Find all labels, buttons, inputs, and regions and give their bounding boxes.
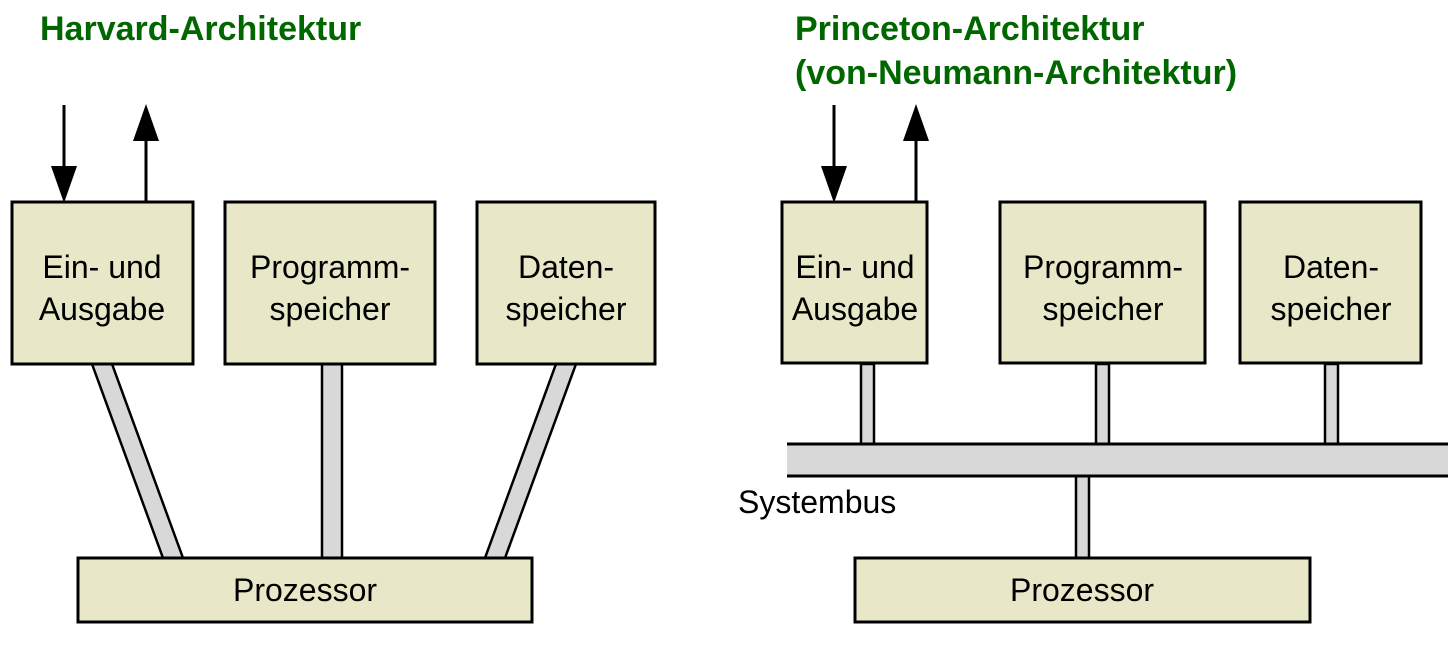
left-box-processor-label: Prozessor xyxy=(233,572,377,608)
left-box-program-memory-line1: Programm- xyxy=(250,249,410,285)
right-box-program-memory-line1: Programm- xyxy=(1023,249,1183,285)
right-box-io-line2: Ausgabe xyxy=(792,291,918,327)
left-connector-io xyxy=(90,362,185,560)
right-diagram-group: Princeton-Architektur (von-Neumann-Archi… xyxy=(738,10,1448,624)
right-connector-io xyxy=(859,362,876,448)
left-box-program-memory: Programm- speicher xyxy=(223,200,437,366)
system-bus-label: Systembus xyxy=(738,484,896,520)
right-box-io-line1: Ein- und xyxy=(795,249,914,285)
right-box-program-memory-line2: speicher xyxy=(1043,291,1164,327)
right-box-data-memory-line1: Daten- xyxy=(1283,249,1379,285)
left-box-data-memory: Daten- speicher xyxy=(475,200,657,366)
left-box-io-line2: Ausgabe xyxy=(39,291,165,327)
left-connector-data-memory xyxy=(483,362,578,560)
right-box-processor: Prozessor xyxy=(853,556,1312,624)
right-box-data-memory: Daten- speicher xyxy=(1238,200,1423,365)
left-output-arrow-icon xyxy=(133,104,159,202)
left-box-program-memory-line2: speicher xyxy=(270,291,391,327)
left-box-data-memory-line2: speicher xyxy=(506,291,627,327)
right-diagram-title-line1: Princeton-Architektur xyxy=(795,10,1145,48)
right-connector-data-memory xyxy=(1323,362,1340,448)
right-connector-program-memory xyxy=(1094,362,1111,448)
right-input-arrow-icon xyxy=(821,105,847,203)
right-connector-processor xyxy=(1074,473,1091,562)
right-box-io: Ein- und Ausgabe xyxy=(780,200,929,365)
left-diagram-group: Harvard-Architektur Ein- und Ausgabe xyxy=(10,10,657,624)
right-box-processor-label: Prozessor xyxy=(1010,572,1154,608)
right-output-arrow-icon xyxy=(903,104,929,202)
right-diagram-title-line2: (von-Neumann-Architektur) xyxy=(795,54,1237,92)
left-connector-program-memory xyxy=(320,362,344,560)
left-box-io-line1: Ein- und xyxy=(42,249,161,285)
left-box-data-memory-line1: Daten- xyxy=(518,249,614,285)
right-box-program-memory: Programm- speicher xyxy=(998,200,1207,365)
left-diagram-title: Harvard-Architektur xyxy=(40,10,361,48)
system-bus-bar xyxy=(787,442,1448,478)
left-box-processor: Prozessor xyxy=(76,556,534,624)
left-box-io: Ein- und Ausgabe xyxy=(10,200,195,366)
right-box-data-memory-line2: speicher xyxy=(1271,291,1392,327)
left-input-arrow-icon xyxy=(51,105,77,203)
